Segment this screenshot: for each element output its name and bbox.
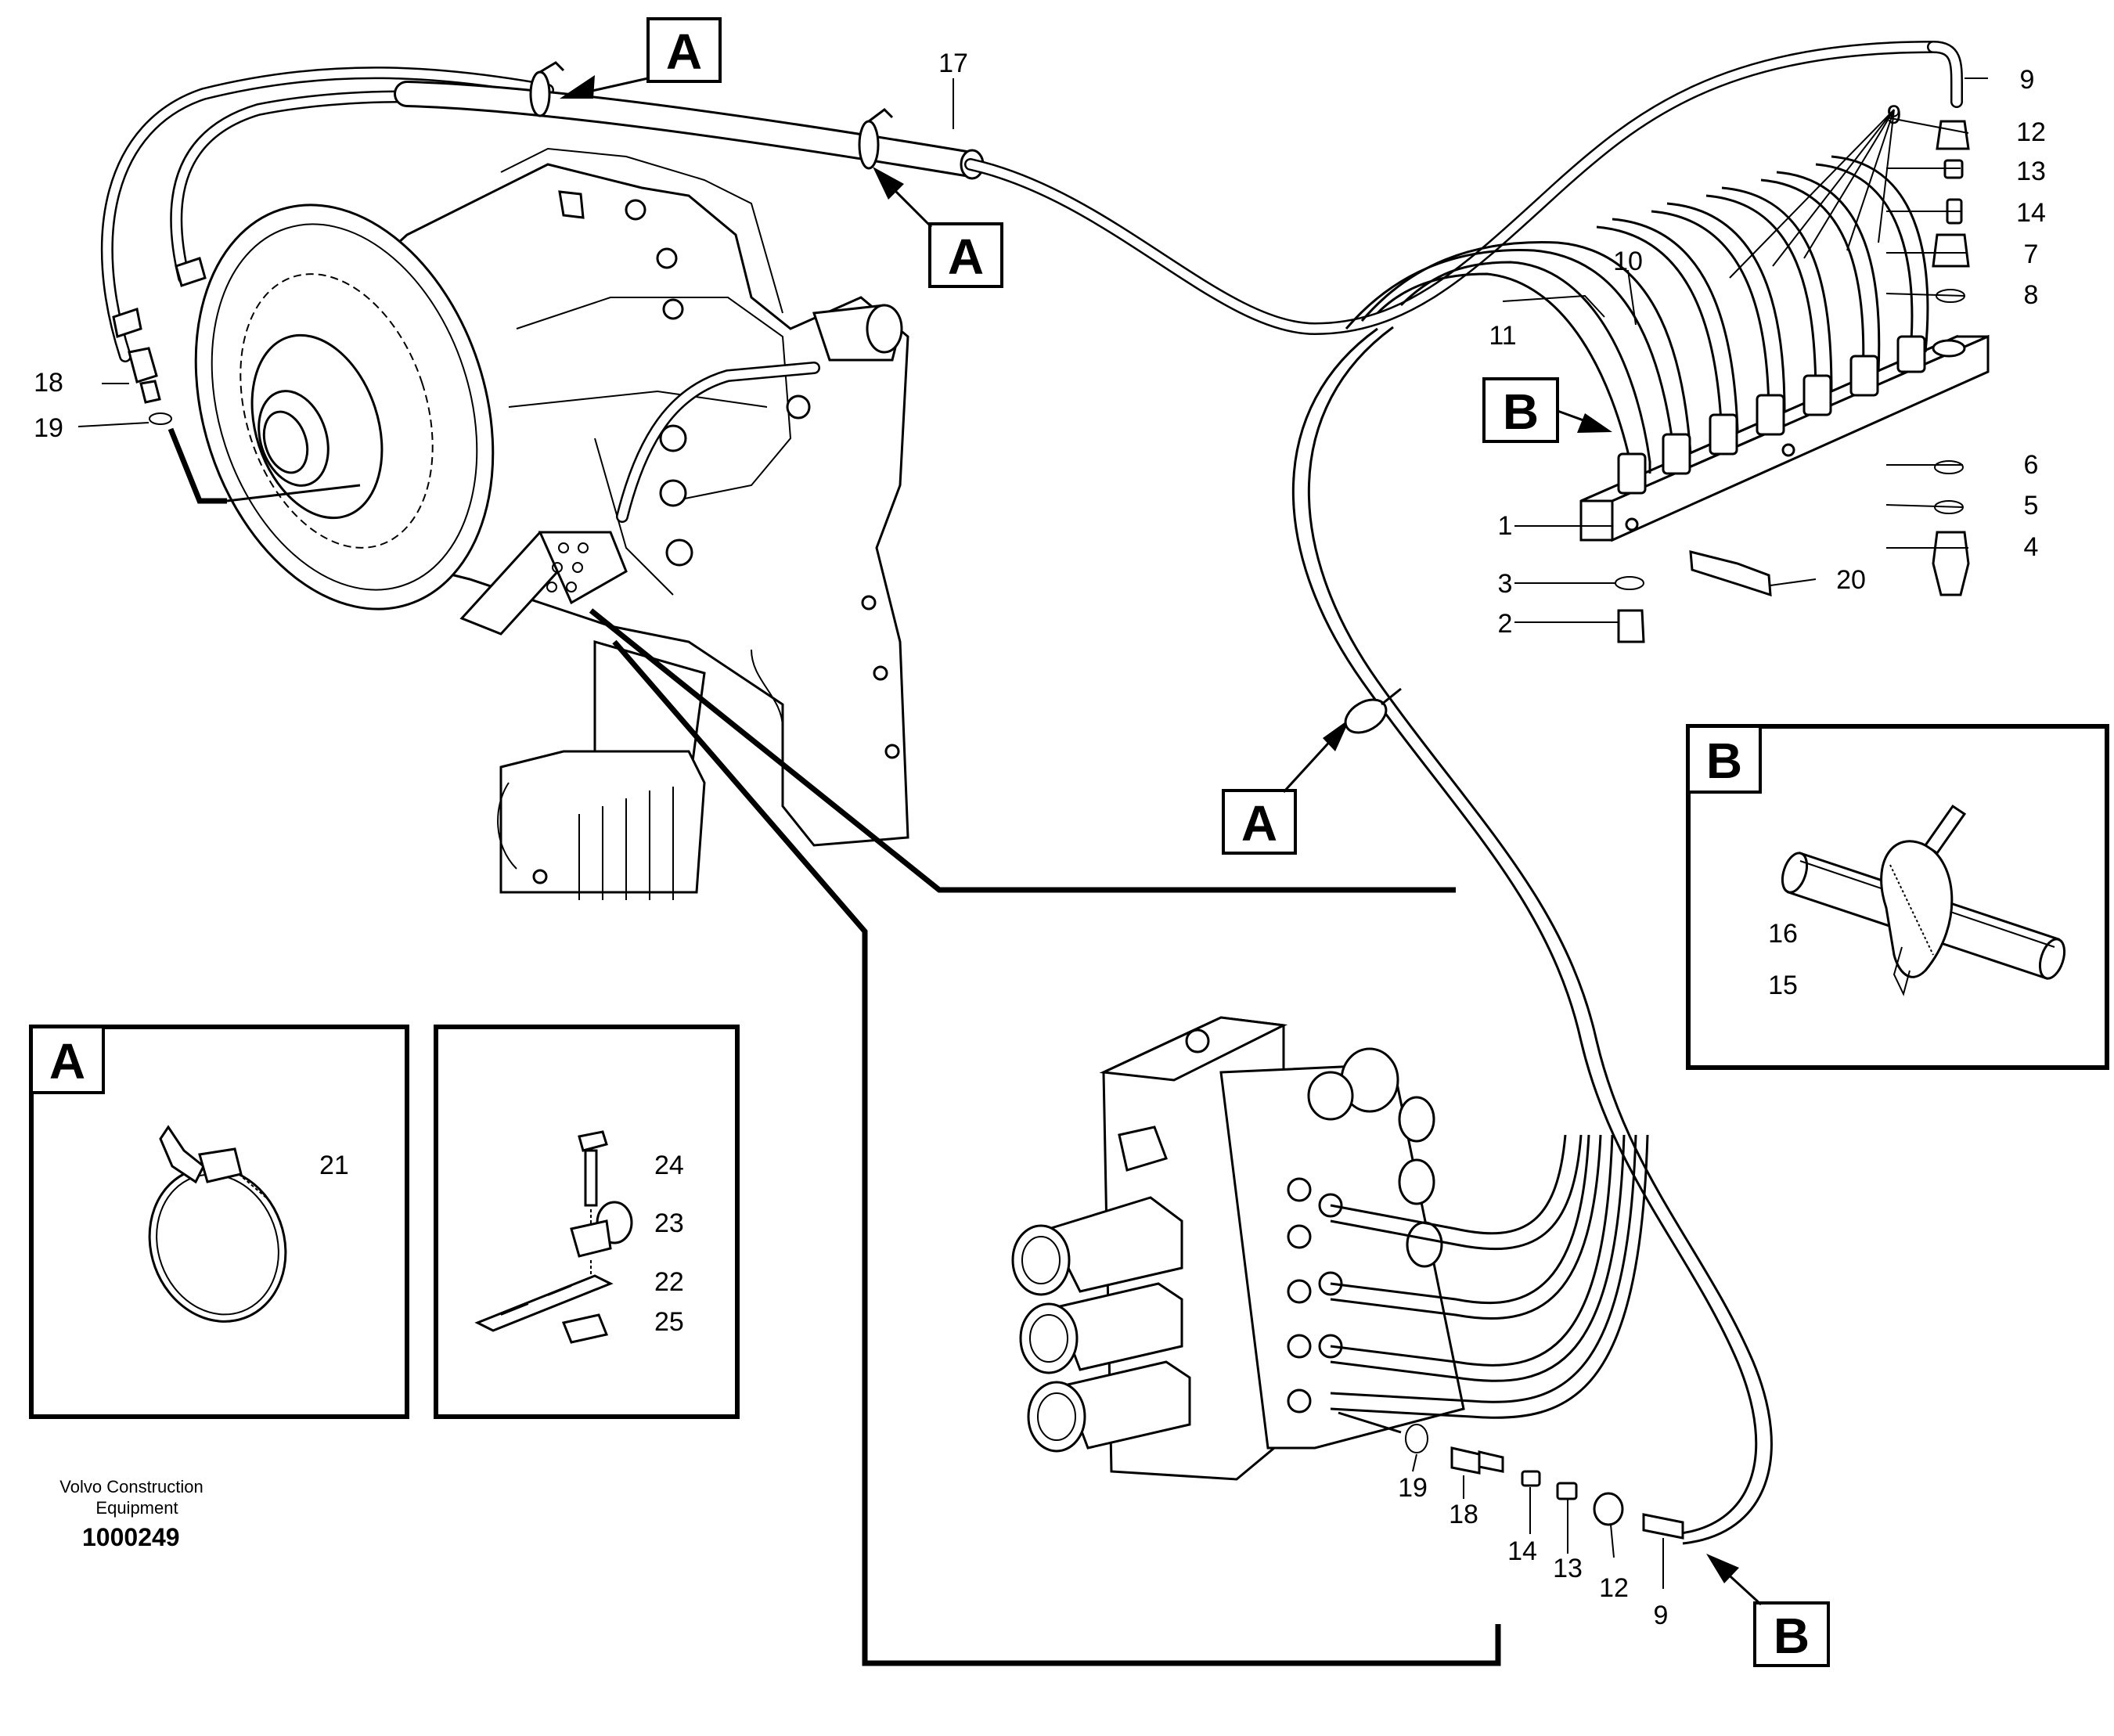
part-label-14: 14 <box>2016 198 2046 228</box>
part-label-19: 19 <box>34 413 63 443</box>
part-label-23: 23 <box>654 1208 684 1238</box>
part-label-24: 24 <box>654 1151 684 1180</box>
part-label-12: 12 <box>2016 117 2046 147</box>
part-label-6: 6 <box>2024 450 2039 480</box>
part-label-14: 14 <box>1507 1536 1537 1566</box>
sensor-pipe <box>616 362 820 523</box>
part-labels-valve: 19 18 14 13 12 9 <box>1398 1473 1668 1630</box>
detail-letter: B <box>1503 384 1539 440</box>
detail-letter: A <box>666 23 702 80</box>
band-clamp <box>148 1125 287 1323</box>
part-label-18: 18 <box>1449 1500 1478 1529</box>
detail-marker-A-lower: A <box>1222 687 1402 855</box>
solenoids <box>1011 1196 1191 1453</box>
manifold-block <box>1579 334 1990 542</box>
brand-line-2: Equipment <box>95 1498 178 1518</box>
manifold-hoses <box>1345 155 1929 495</box>
part-label-8: 8 <box>2024 280 2039 310</box>
part-label-17: 17 <box>938 49 968 78</box>
part-label-15: 15 <box>1768 971 1798 1000</box>
part-label-12: 12 <box>1599 1573 1629 1603</box>
part-label-11: 11 <box>1489 321 1516 351</box>
inset-letter: B <box>1706 733 1742 789</box>
part-label-18: 18 <box>34 368 63 398</box>
part-label-9: 9 <box>2020 65 2035 95</box>
part-label-2: 2 <box>1498 609 1513 639</box>
housing-bolts <box>625 199 900 759</box>
inset-detail-B: B 16 15 <box>1686 724 2109 1070</box>
tube-with-tie <box>1781 804 2066 996</box>
part-label-4: 4 <box>2024 532 2039 562</box>
inset-clip-assembly: 24 23 22 25 <box>434 1025 740 1419</box>
part-label-19: 19 <box>1398 1473 1428 1503</box>
inset-letter: A <box>49 1033 85 1090</box>
detail-letter: A <box>1241 795 1277 852</box>
part-label-25: 25 <box>654 1307 684 1337</box>
part-label-16: 16 <box>1768 919 1798 949</box>
valve-exploded-fittings <box>1338 1411 1684 1540</box>
part-labels-manifold: 9 9 12 13 14 7 8 10 11 6 5 4 1 3 2 20 <box>1489 65 2046 639</box>
oil-pan <box>497 750 706 900</box>
detail-letter: A <box>948 229 984 285</box>
clip-parts <box>474 1130 633 1344</box>
brand-line-1: Volvo Construction <box>59 1477 203 1496</box>
part-label-1: 1 <box>1498 511 1513 541</box>
detail-marker-A-top: A <box>560 17 722 99</box>
inset-detail-A: A 21 <box>29 1025 409 1419</box>
valve-plugs <box>1307 1047 1443 1268</box>
part-label-13: 13 <box>2016 157 2046 186</box>
tubing <box>100 41 1963 1545</box>
callout-frame <box>589 608 1501 1666</box>
valve-fittings <box>1287 1177 1343 1414</box>
part-label-10: 10 <box>1613 247 1643 276</box>
detail-marker-B-manifold: B <box>1482 377 1612 443</box>
part-label-21: 21 <box>319 1151 349 1180</box>
connector-block <box>459 531 628 636</box>
part-label-9: 9 <box>1654 1601 1669 1630</box>
detail-marker-A-middle: A <box>873 167 1003 288</box>
manifold-nipples <box>1617 335 1926 495</box>
part-label-22: 22 <box>654 1267 684 1297</box>
brand-block: Volvo Construction Equipment 1000249 <box>59 1477 203 1551</box>
part-label-5: 5 <box>2024 491 2039 520</box>
hose-clamps <box>529 61 894 170</box>
part-label-7: 7 <box>2024 240 2039 269</box>
part-label-20: 20 <box>1836 565 1866 595</box>
part-label-13: 13 <box>1553 1554 1583 1583</box>
part-label-9: 9 <box>1887 100 1902 130</box>
detail-letter: B <box>1774 1608 1810 1664</box>
control-valve <box>1011 1016 1649 1481</box>
part-label-3: 3 <box>1498 569 1513 599</box>
torque-converter <box>194 203 495 610</box>
left-fittings <box>112 257 227 504</box>
document-number: 1000249 <box>82 1523 180 1551</box>
part-labels-main: 17 18 19 <box>34 49 968 443</box>
detail-marker-B-bottom: B <box>1706 1554 1830 1667</box>
